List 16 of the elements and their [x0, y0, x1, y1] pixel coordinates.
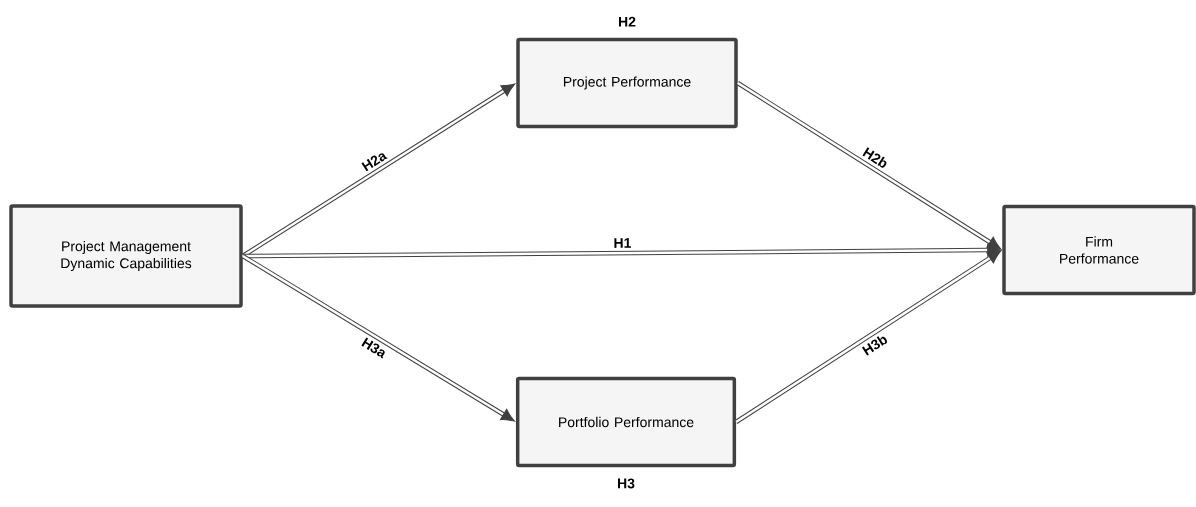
arrow: [241, 254, 515, 422]
hypothesis-label: H2: [619, 16, 636, 27]
edge-label: H2a: [361, 153, 388, 172]
edge-label: H3b: [861, 336, 888, 356]
process-box: Project Management Dynamic Capabilities: [9, 204, 243, 308]
process-box: Project Performance: [516, 37, 738, 129]
process-box: Portfolio Performance: [515, 376, 737, 468]
arrow: [242, 243, 1002, 259]
edge-label: H3a: [361, 337, 385, 359]
process-box: Firm Performance: [1002, 204, 1196, 296]
hypothesis-label: H3: [618, 478, 635, 489]
edge-label: H2b: [862, 147, 887, 168]
edge-label: H1: [614, 238, 632, 248]
arrow: [734, 250, 1002, 424]
arrow: [241, 83, 516, 258]
arrow: [736, 81, 1002, 250]
